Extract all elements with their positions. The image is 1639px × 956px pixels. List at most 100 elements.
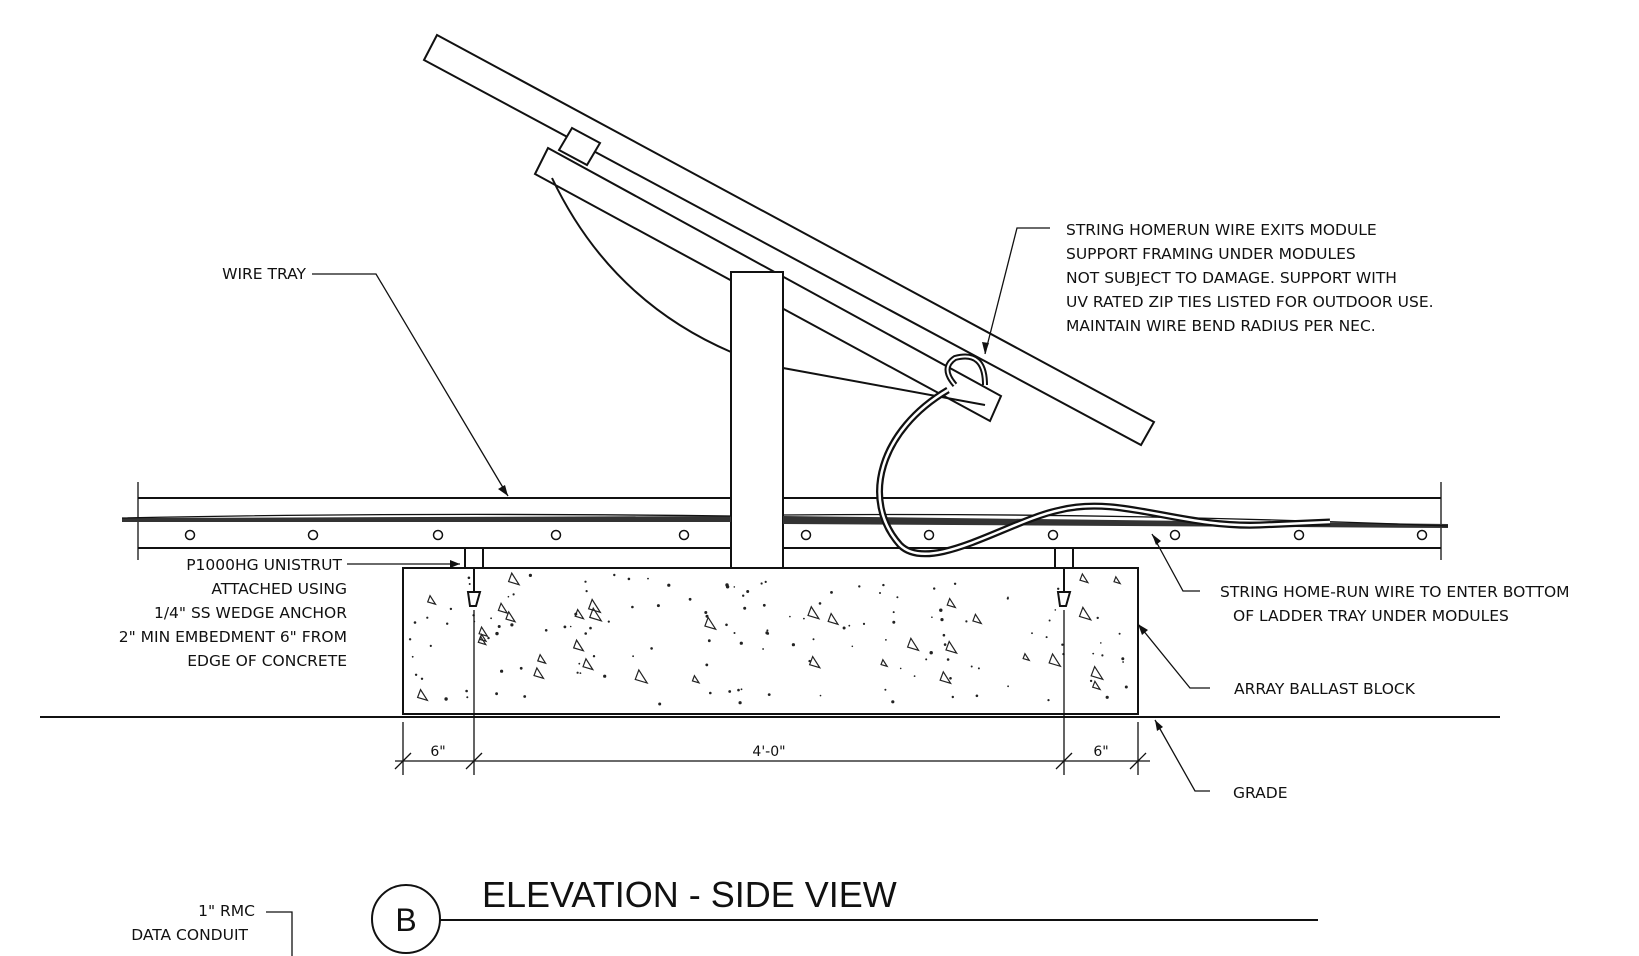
concrete-speckle [725, 623, 728, 627]
concrete-speckle [970, 665, 973, 668]
concrete-speckle [500, 669, 504, 673]
concrete-speckle [818, 602, 822, 605]
concrete-speckle [585, 590, 588, 593]
concrete-speckle [931, 616, 933, 618]
concrete-speckle [468, 583, 471, 585]
concrete-speckle [704, 611, 708, 614]
concrete-speckle [1061, 643, 1064, 646]
concrete-speckle [1089, 679, 1093, 683]
concrete-speckle [848, 624, 851, 627]
concrete-speckle [746, 590, 750, 593]
leaders [266, 227, 1210, 956]
concrete-speckle [742, 594, 745, 597]
concrete-speckle [650, 647, 653, 650]
concrete-speckle [913, 675, 916, 677]
concrete-speckle [791, 643, 796, 647]
concrete-aggregate [1113, 575, 1122, 585]
concrete-speckle [1092, 652, 1095, 655]
concrete-speckle [688, 597, 692, 601]
concrete-speckle [603, 674, 607, 678]
concrete-speckle [589, 626, 592, 630]
concrete-speckle [885, 639, 887, 641]
concrete-speckle [420, 677, 424, 680]
concrete-speckle [965, 620, 968, 623]
concrete-speckle [584, 580, 587, 583]
concrete-speckle [1006, 597, 1009, 600]
ballast-block-label: ARRAY BALLAST BLOCK [1234, 680, 1416, 698]
support-post [730, 271, 784, 569]
concrete-aggregate [572, 638, 585, 652]
module-clamp [557, 126, 602, 167]
svg-text:DATA CONDUIT: DATA CONDUIT [131, 926, 248, 944]
homerun-enter-note: STRING HOME-RUN WIRE TO ENTER BOTTOM OF … [1220, 583, 1570, 625]
concrete-speckle [1047, 699, 1050, 702]
concrete-aggregate [479, 633, 488, 643]
concrete-aggregate [497, 602, 509, 615]
concrete-aggregate [1079, 572, 1090, 584]
concrete-speckle [1122, 661, 1124, 663]
concrete-aggregate [827, 612, 840, 626]
concrete-speckle [592, 655, 596, 658]
concrete-speckle [812, 638, 815, 641]
svg-text:2" MIN EMBEDMENT 6" FROM: 2" MIN EMBEDMENT 6" FROM [119, 628, 347, 646]
concrete-speckle [569, 625, 572, 628]
concrete-aggregate [939, 670, 952, 685]
concrete-speckle [631, 605, 634, 609]
concrete-speckle [1031, 632, 1033, 635]
tray-rung-hole [184, 529, 196, 541]
tray-rung-hole [1169, 529, 1181, 541]
concrete-speckle [584, 632, 587, 635]
concrete-aggregate [588, 606, 603, 622]
concrete-aggregate [972, 612, 983, 625]
concrete-aggregate [507, 571, 521, 586]
concrete-speckle [896, 596, 899, 599]
concrete-speckle [740, 688, 743, 691]
wire-tray [121, 482, 1449, 560]
concrete-speckle [767, 693, 771, 696]
concrete-speckle [892, 611, 895, 614]
concrete-speckle [1121, 657, 1125, 661]
concrete-speckle [879, 592, 881, 594]
concrete-speckle [949, 677, 952, 680]
concrete-aggregate [946, 597, 957, 609]
concrete-speckle [495, 692, 498, 696]
concrete-speckle [1057, 587, 1060, 590]
concrete-speckle [1101, 654, 1104, 657]
concrete-speckle [1118, 632, 1121, 635]
concrete-speckle [803, 617, 805, 620]
tray-rung-hole [923, 529, 935, 541]
concrete-speckle [891, 700, 895, 704]
concrete-aggregate [634, 668, 649, 685]
concrete-speckle [519, 666, 523, 670]
concrete-speckle [607, 620, 610, 623]
concrete-speckle [705, 663, 709, 667]
drawing-title: ELEVATION - SIDE VIEW [482, 874, 897, 915]
concrete-aggregate [906, 637, 920, 652]
concrete-speckle [528, 573, 533, 578]
concrete-speckle [544, 629, 548, 632]
concrete-speckle [728, 690, 732, 693]
unistrut-anchor-left [464, 547, 484, 607]
concrete-speckle [842, 626, 846, 630]
concrete-speckle [1124, 685, 1128, 689]
unistrut-anchor-right [1054, 547, 1074, 607]
concrete-aggregate [426, 594, 437, 606]
concrete-aggregate [807, 605, 821, 620]
svg-text:1" RMC: 1" RMC [198, 902, 255, 920]
concrete-speckle [737, 688, 740, 692]
concrete-speckle [925, 658, 928, 661]
concrete-speckle [1045, 636, 1048, 639]
support-brace [551, 177, 986, 406]
concrete-speckle [408, 638, 412, 641]
concrete-speckle [733, 586, 736, 588]
concrete-speckle [1054, 609, 1057, 611]
svg-text:P1000HG UNISTRUT: P1000HG UNISTRUT [186, 556, 342, 574]
concrete-speckle [613, 573, 616, 577]
concrete-speckle [707, 639, 711, 643]
concrete-speckle [467, 576, 471, 580]
concrete-aggregate [808, 655, 822, 669]
concrete-speckle [942, 633, 946, 637]
concrete-speckle [762, 603, 766, 607]
concrete-speckle [487, 636, 490, 640]
svg-text:UV RATED ZIP TIES LISTED FOR O: UV RATED ZIP TIES LISTED FOR OUTDOOR USE… [1066, 293, 1434, 311]
